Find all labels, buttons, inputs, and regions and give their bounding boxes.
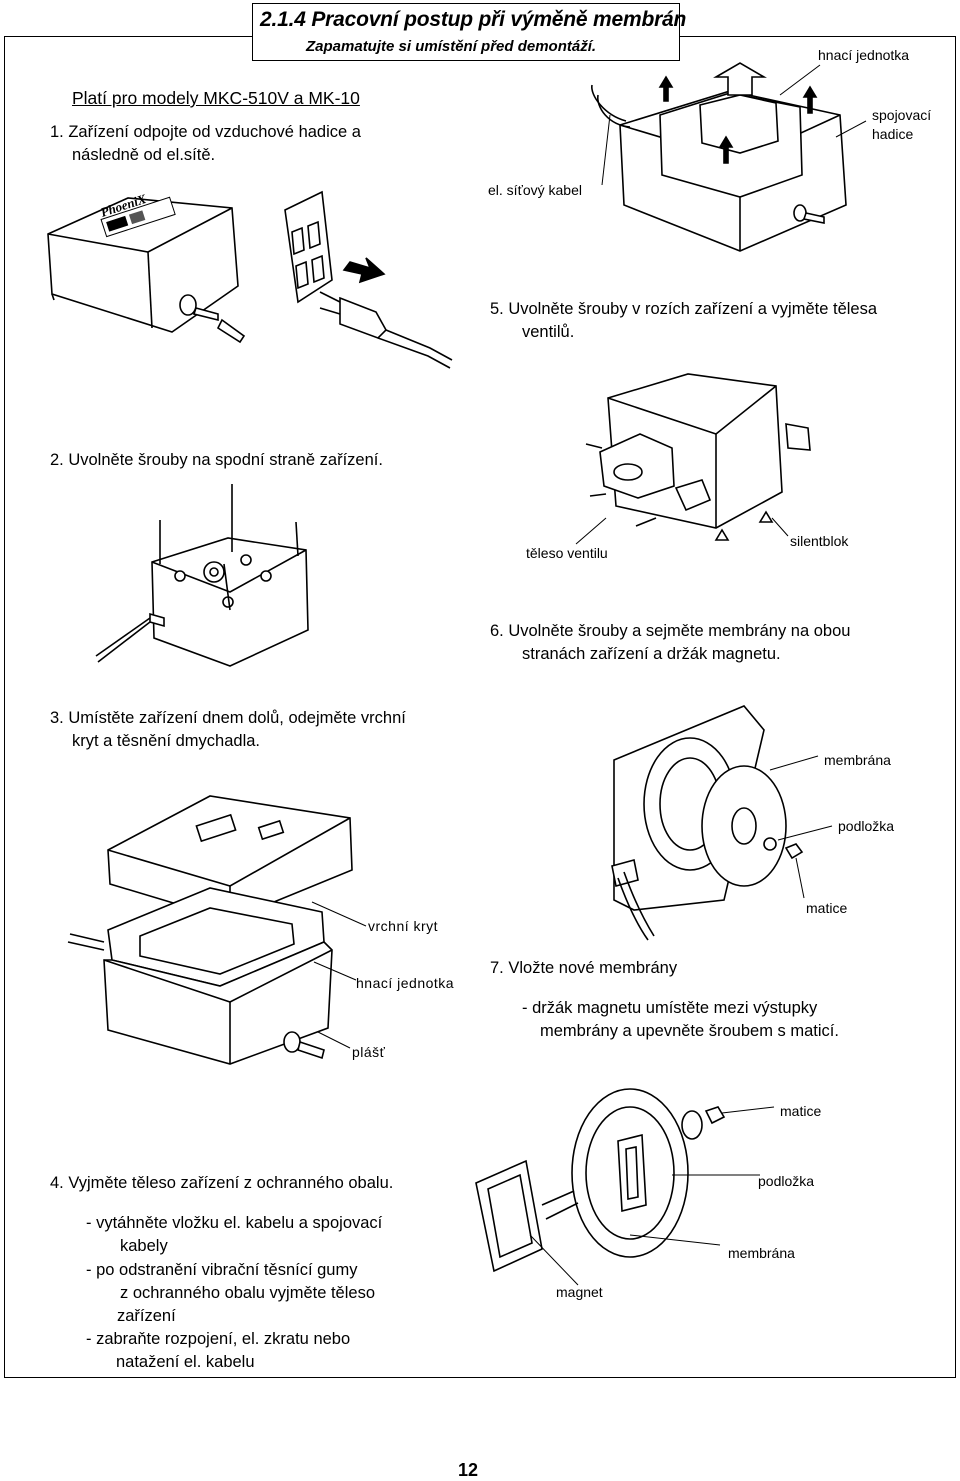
label-casing: plášť [352,1044,386,1060]
step-6-line-1: 6. Uvolněte šrouby a sejměte membrány na… [490,622,851,640]
bottom-screws-illustration [96,480,316,680]
magnet-membrane-illustration [470,1085,740,1315]
drive-unit-lift-illustration [590,55,870,255]
header-box [252,3,680,61]
label-drive-unit: hnací jednotka [356,975,455,991]
step-4-line-1: 4. Vyjměte těleso zařízení z ochranného … [50,1174,394,1192]
exploded-blower-illustration [60,780,360,1070]
step-1-line-2: následně od el.sítě. [72,146,216,164]
label-top-cover: vrchní kryt [368,918,439,934]
valve-body-illustration [576,368,836,558]
step-4-bullet-2b: z ochranného obalu vyjměte těleso [120,1284,375,1302]
label-connecting-hose: spojovací [872,107,932,123]
blower-unplug-illustration: PhoeniX [40,190,460,380]
label-washer: podložka [838,818,895,834]
label-nut: matice [806,900,848,916]
page-number: 12 [458,1460,479,1480]
label-valve-body: těleso ventilu [526,545,608,561]
label-membrane-2: membrána [728,1245,795,1261]
label-nut-2: matice [780,1103,822,1119]
step-4-bullet-2a: - po odstranění vibrační těsnící gumy [86,1261,358,1279]
step-3-line-1: 3. Umístěte zařízení dnem dolů, odejměte… [50,709,406,727]
step-1-line-1: 1. Zařízení odpojte od vzduchové hadice … [50,123,361,141]
label-connecting-hose-2: hadice [872,126,914,142]
step-4-bullet-1a: - vytáhněte vložku el. kabelu a spojovac… [86,1214,383,1232]
models-note: Platí pro modely MKC-510V a MK-10 [72,88,360,108]
label-magnet: magnet [556,1284,603,1300]
membrane-assembly-illustration [594,700,824,940]
label-silent-block: silentblok [790,533,849,549]
step-4-bullet-2c: zařízení [117,1307,176,1325]
step-7-line-1: 7. Vložte nové membrány [490,959,678,977]
step-3-line-2: kryt a těsnění dmychadla. [72,732,261,750]
section-title: 2.1.4 Pracovní postup při výměně membrán [260,8,687,31]
label-power-cable: el. síťový kabel [488,182,582,198]
step-5-line-2: ventilů. [522,323,575,341]
label-drive-unit-top: hnací jednotka [818,47,910,63]
step-6-line-2: stranách zařízení a držák magnetu. [522,645,781,663]
brand-logo: PhoeniX [99,191,175,237]
step-7-bullet-1b: membrány a upevněte šroubem s maticí. [540,1022,839,1040]
label-washer-2: podložka [758,1173,815,1189]
step-4-bullet-3b: natažení el. kabelu [116,1353,255,1371]
label-membrane: membrána [824,752,891,768]
section-subtitle: Zapamatujte si umístění před demontáží. [306,38,597,55]
step-4-bullet-1b: kabely [120,1237,168,1255]
step-4-bullet-3a: - zabraňte rozpojení, el. zkratu nebo [86,1330,351,1348]
step-5-line-1: 5. Uvolněte šrouby v rozích zařízení a v… [490,300,878,318]
step-2-line-1: 2. Uvolněte šrouby na spodní straně zaří… [50,451,383,469]
step-7-bullet-1a: - držák magnetu umístěte mezi výstupky [522,999,818,1017]
